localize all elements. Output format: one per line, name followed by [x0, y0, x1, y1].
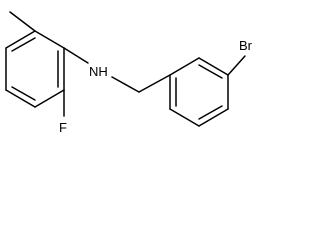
nitrogen-label: NH: [89, 64, 108, 79]
nitrogen-methylene-bond: [111, 76, 140, 93]
double-bond-inner: [11, 86, 36, 101]
methylene-aryl-bond: [138, 74, 171, 93]
bond: [198, 57, 229, 76]
fluorine-label: F: [59, 120, 67, 135]
double-bond-inner: [198, 105, 223, 120]
left-benzene-ring: [5, 30, 65, 108]
bond: [5, 30, 36, 49]
bromine-bond: [227, 55, 246, 76]
double-bond-inner: [198, 64, 223, 79]
bond: [5, 89, 36, 108]
bond: [34, 30, 65, 49]
right-benzene-ring: [169, 57, 229, 127]
bond: [34, 89, 65, 108]
bond: [169, 57, 200, 76]
structure-diagram: F NH Br: [5, 11, 253, 135]
methyl-bond: [9, 11, 36, 32]
aryl-nitrogen-bond: [63, 47, 89, 64]
bromine-label: Br: [239, 38, 253, 53]
double-bond-inner: [11, 37, 36, 52]
bond: [198, 108, 229, 127]
bond: [169, 108, 200, 127]
